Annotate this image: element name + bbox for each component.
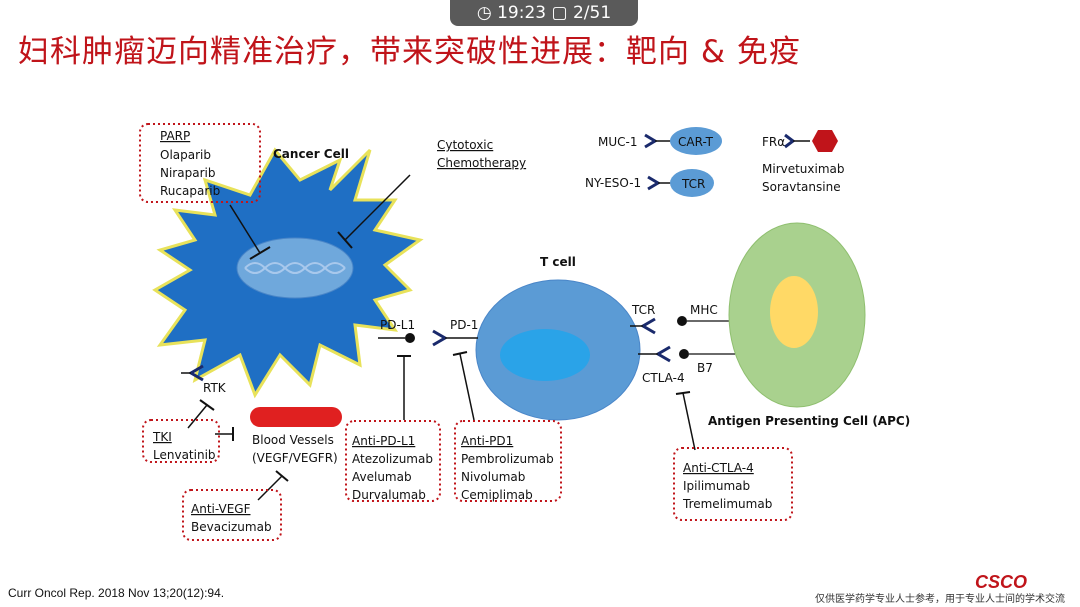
- b7-label: B7: [697, 361, 713, 375]
- cancer-cell-label: Cancer Cell: [273, 147, 349, 161]
- tcr-cell-label: TCR: [681, 177, 705, 191]
- csco-logo: CSCO: [975, 572, 1028, 592]
- blood-vessels-label-2: (VEGF/VEGFR): [252, 451, 338, 465]
- blood-vessels-label-1: Blood Vessels: [252, 433, 334, 447]
- clock-icon: ◷: [476, 3, 492, 23]
- anti-pd1-box: [454, 420, 562, 502]
- anti-vegf-label: Anti-VEGF: [191, 502, 251, 516]
- mirvetuximab-label: Mirvetuximab: [762, 162, 845, 176]
- cytotoxic-label-2: Chemotherapy: [437, 156, 526, 170]
- blood-vessel-shape: [250, 407, 342, 427]
- pd-l1-label: PD-L1: [380, 318, 415, 332]
- parp-box: [139, 123, 261, 203]
- tcr-cell: [670, 169, 714, 197]
- tki-box: [142, 419, 220, 463]
- anti-ctla4-box: [673, 447, 793, 521]
- mhc-label: MHC: [690, 303, 718, 317]
- tcr-label: TCR: [631, 303, 655, 317]
- pembrolizumab-label: Pembrolizumab: [461, 452, 554, 466]
- muc1-label: MUC-1: [598, 135, 637, 149]
- page-icon: ▢: [551, 3, 568, 23]
- t-cell-nucleus: [500, 329, 590, 381]
- cytotoxic-label-1: Cytotoxic: [437, 138, 493, 152]
- disclaimer: 仅供医学药学专业人士参考，用于专业人士间的学术交流: [815, 594, 1065, 605]
- ipilimumab-label: Ipilimumab: [683, 479, 750, 493]
- payload-hexagon: [812, 130, 838, 152]
- anti-pd-l1-label: Anti-PD-L1: [352, 434, 415, 448]
- rucaparib-label: Rucaparib: [160, 184, 220, 198]
- status-bar: ◷ 19:23 ▢ 2/51: [450, 0, 638, 26]
- avelumab-label: Avelumab: [352, 470, 412, 484]
- parp-label: PARP: [160, 129, 190, 143]
- car-t-label: CAR-T: [678, 135, 714, 149]
- niraparib-label: Niraparib: [160, 166, 215, 180]
- dna-shape: [244, 262, 346, 274]
- ctla4-label: CTLA-4: [642, 371, 685, 385]
- ny-eso-1-label: NY-ESO-1: [585, 176, 641, 190]
- olaparib-label: Olaparib: [160, 148, 211, 162]
- anti-pd-l1-box: [345, 420, 441, 502]
- status-page: 2/51: [572, 3, 612, 23]
- cemiplimab-label: Cemiplimab: [461, 488, 533, 502]
- tki-label: TKI: [152, 430, 172, 444]
- anti-pd1-label: Anti-PD1: [461, 434, 513, 448]
- apc-label: Antigen Presenting Cell (APC): [708, 414, 910, 428]
- anti-vegf-box: [182, 489, 282, 541]
- anti-ctla4-label: Anti-CTLA-4: [683, 461, 754, 475]
- citation: Curr Oncol Rep. 2018 Nov 13;20(12):94.: [8, 586, 225, 600]
- rtk-label: RTK: [203, 381, 227, 395]
- car-t-cell: [670, 127, 722, 155]
- soravtansine-label: Soravtansine: [762, 180, 841, 194]
- tremelimumab-label: Tremelimumab: [682, 497, 772, 511]
- t-cell-label: T cell: [540, 255, 576, 269]
- atezolizumab-label: Atezolizumab: [352, 452, 433, 466]
- pd-1-label: PD-1: [450, 318, 478, 332]
- durvalumab-label: Durvalumab: [352, 488, 426, 502]
- apc-nucleus: [770, 276, 818, 348]
- slide-title: 妇科肿瘤迈向精准治疗，带来突破性进展：靶向 & 免疫: [18, 34, 801, 70]
- bevacizumab-label: Bevacizumab: [191, 520, 272, 534]
- status-time: 19:23: [497, 3, 547, 23]
- nucleus-shape: [236, 237, 354, 299]
- lenvatinib-label: Lenvatinib: [153, 448, 216, 462]
- fra-label: FRα: [762, 135, 785, 149]
- nivolumab-label: Nivolumab: [461, 470, 525, 484]
